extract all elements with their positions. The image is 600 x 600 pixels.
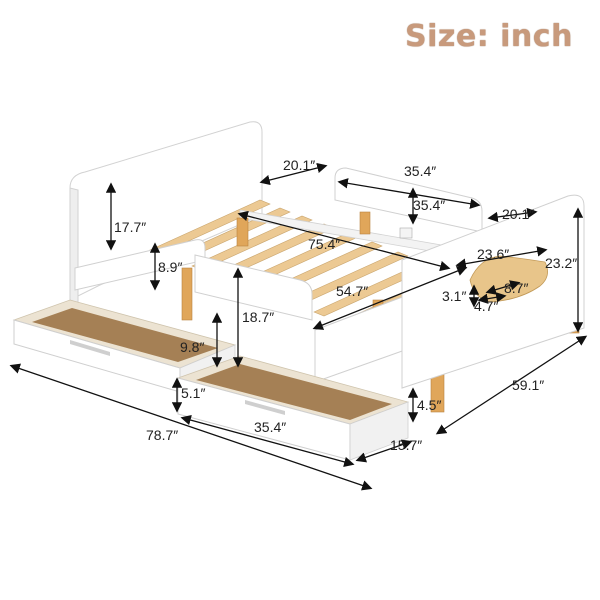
size-unit-title: Size: inch — [405, 19, 573, 54]
dim-label-d5: 17.7″ — [114, 219, 147, 235]
dim-label-d16: 59.1″ — [512, 377, 545, 393]
dim-label-d11: 8.7″ — [504, 280, 529, 296]
dimension-lines — [9, 162, 588, 491]
dim-label-d4: 20.1″ — [502, 206, 535, 222]
dim-label-d9: 8.9″ — [158, 259, 183, 275]
dim-label-d10: 54.7″ — [336, 283, 369, 299]
dim-label-d6: 75.4″ — [308, 236, 341, 252]
dim-label-d19: 78.7″ — [146, 427, 179, 443]
dim-label-d3: 35.4″ — [413, 197, 446, 213]
dim-label-d18: 4.5″ — [417, 397, 442, 413]
footboard — [401, 194, 585, 389]
dim-label-d2: 35.4″ — [404, 163, 437, 179]
dim-label-d7: 23.6″ — [477, 246, 510, 262]
dim-label-d20: 35.4″ — [254, 419, 287, 435]
drawer-right — [176, 355, 410, 461]
left-guardrail — [74, 239, 313, 321]
dim-label-d8: 23.2″ — [545, 255, 578, 271]
dim-label-d21: 15.7″ — [390, 437, 423, 453]
dim-label-d12: 3.1″ — [442, 288, 467, 304]
dim-label-d1: 20.1″ — [283, 157, 316, 173]
dim-label-d17: 5.1″ — [181, 385, 206, 401]
dim-label-d13: 4.7″ — [474, 298, 499, 314]
dim-label-d15: 9.8″ — [180, 339, 205, 355]
dim-label-d14: 18.7″ — [242, 309, 275, 325]
